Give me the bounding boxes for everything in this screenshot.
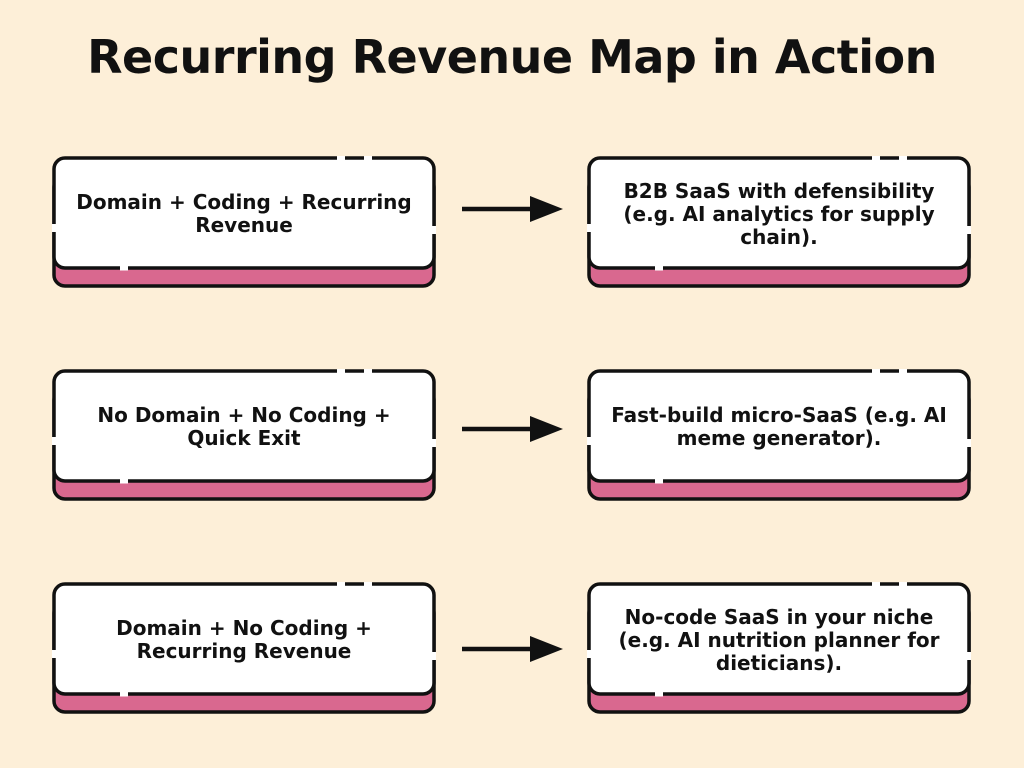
output-card-text: Fast-build micro-SaaS (e.g. AI meme gene… xyxy=(611,403,947,450)
input-card-text: No Domain + No Coding + Quick Exit xyxy=(97,403,391,450)
output-card-1: B2B SaaS with defensibility (e.g. AI ana… xyxy=(587,156,971,288)
input-card-text: Domain + No Coding + Recurring Revenue xyxy=(116,616,372,663)
input-card-text: Domain + Coding + Recurring Revenue xyxy=(76,190,412,237)
output-card-text: No-code SaaS in your niche (e.g. AI nutr… xyxy=(618,604,940,675)
input-card-2: No Domain + No Coding + Quick Exit xyxy=(52,369,436,501)
input-card-3: Domain + No Coding + Recurring Revenue xyxy=(52,582,436,714)
page-title: Recurring Revenue Map in Action xyxy=(87,30,937,84)
output-card-text: B2B SaaS with defensibility (e.g. AI ana… xyxy=(623,178,935,249)
output-card-2: Fast-build micro-SaaS (e.g. AI meme gene… xyxy=(587,369,971,501)
arrow-right-icon xyxy=(462,634,564,664)
arrow-right-icon xyxy=(462,414,564,444)
input-card-1: Domain + Coding + Recurring Revenue xyxy=(52,156,436,288)
output-card-3: No-code SaaS in your niche (e.g. AI nutr… xyxy=(587,582,971,714)
arrow-right-icon xyxy=(462,194,564,224)
